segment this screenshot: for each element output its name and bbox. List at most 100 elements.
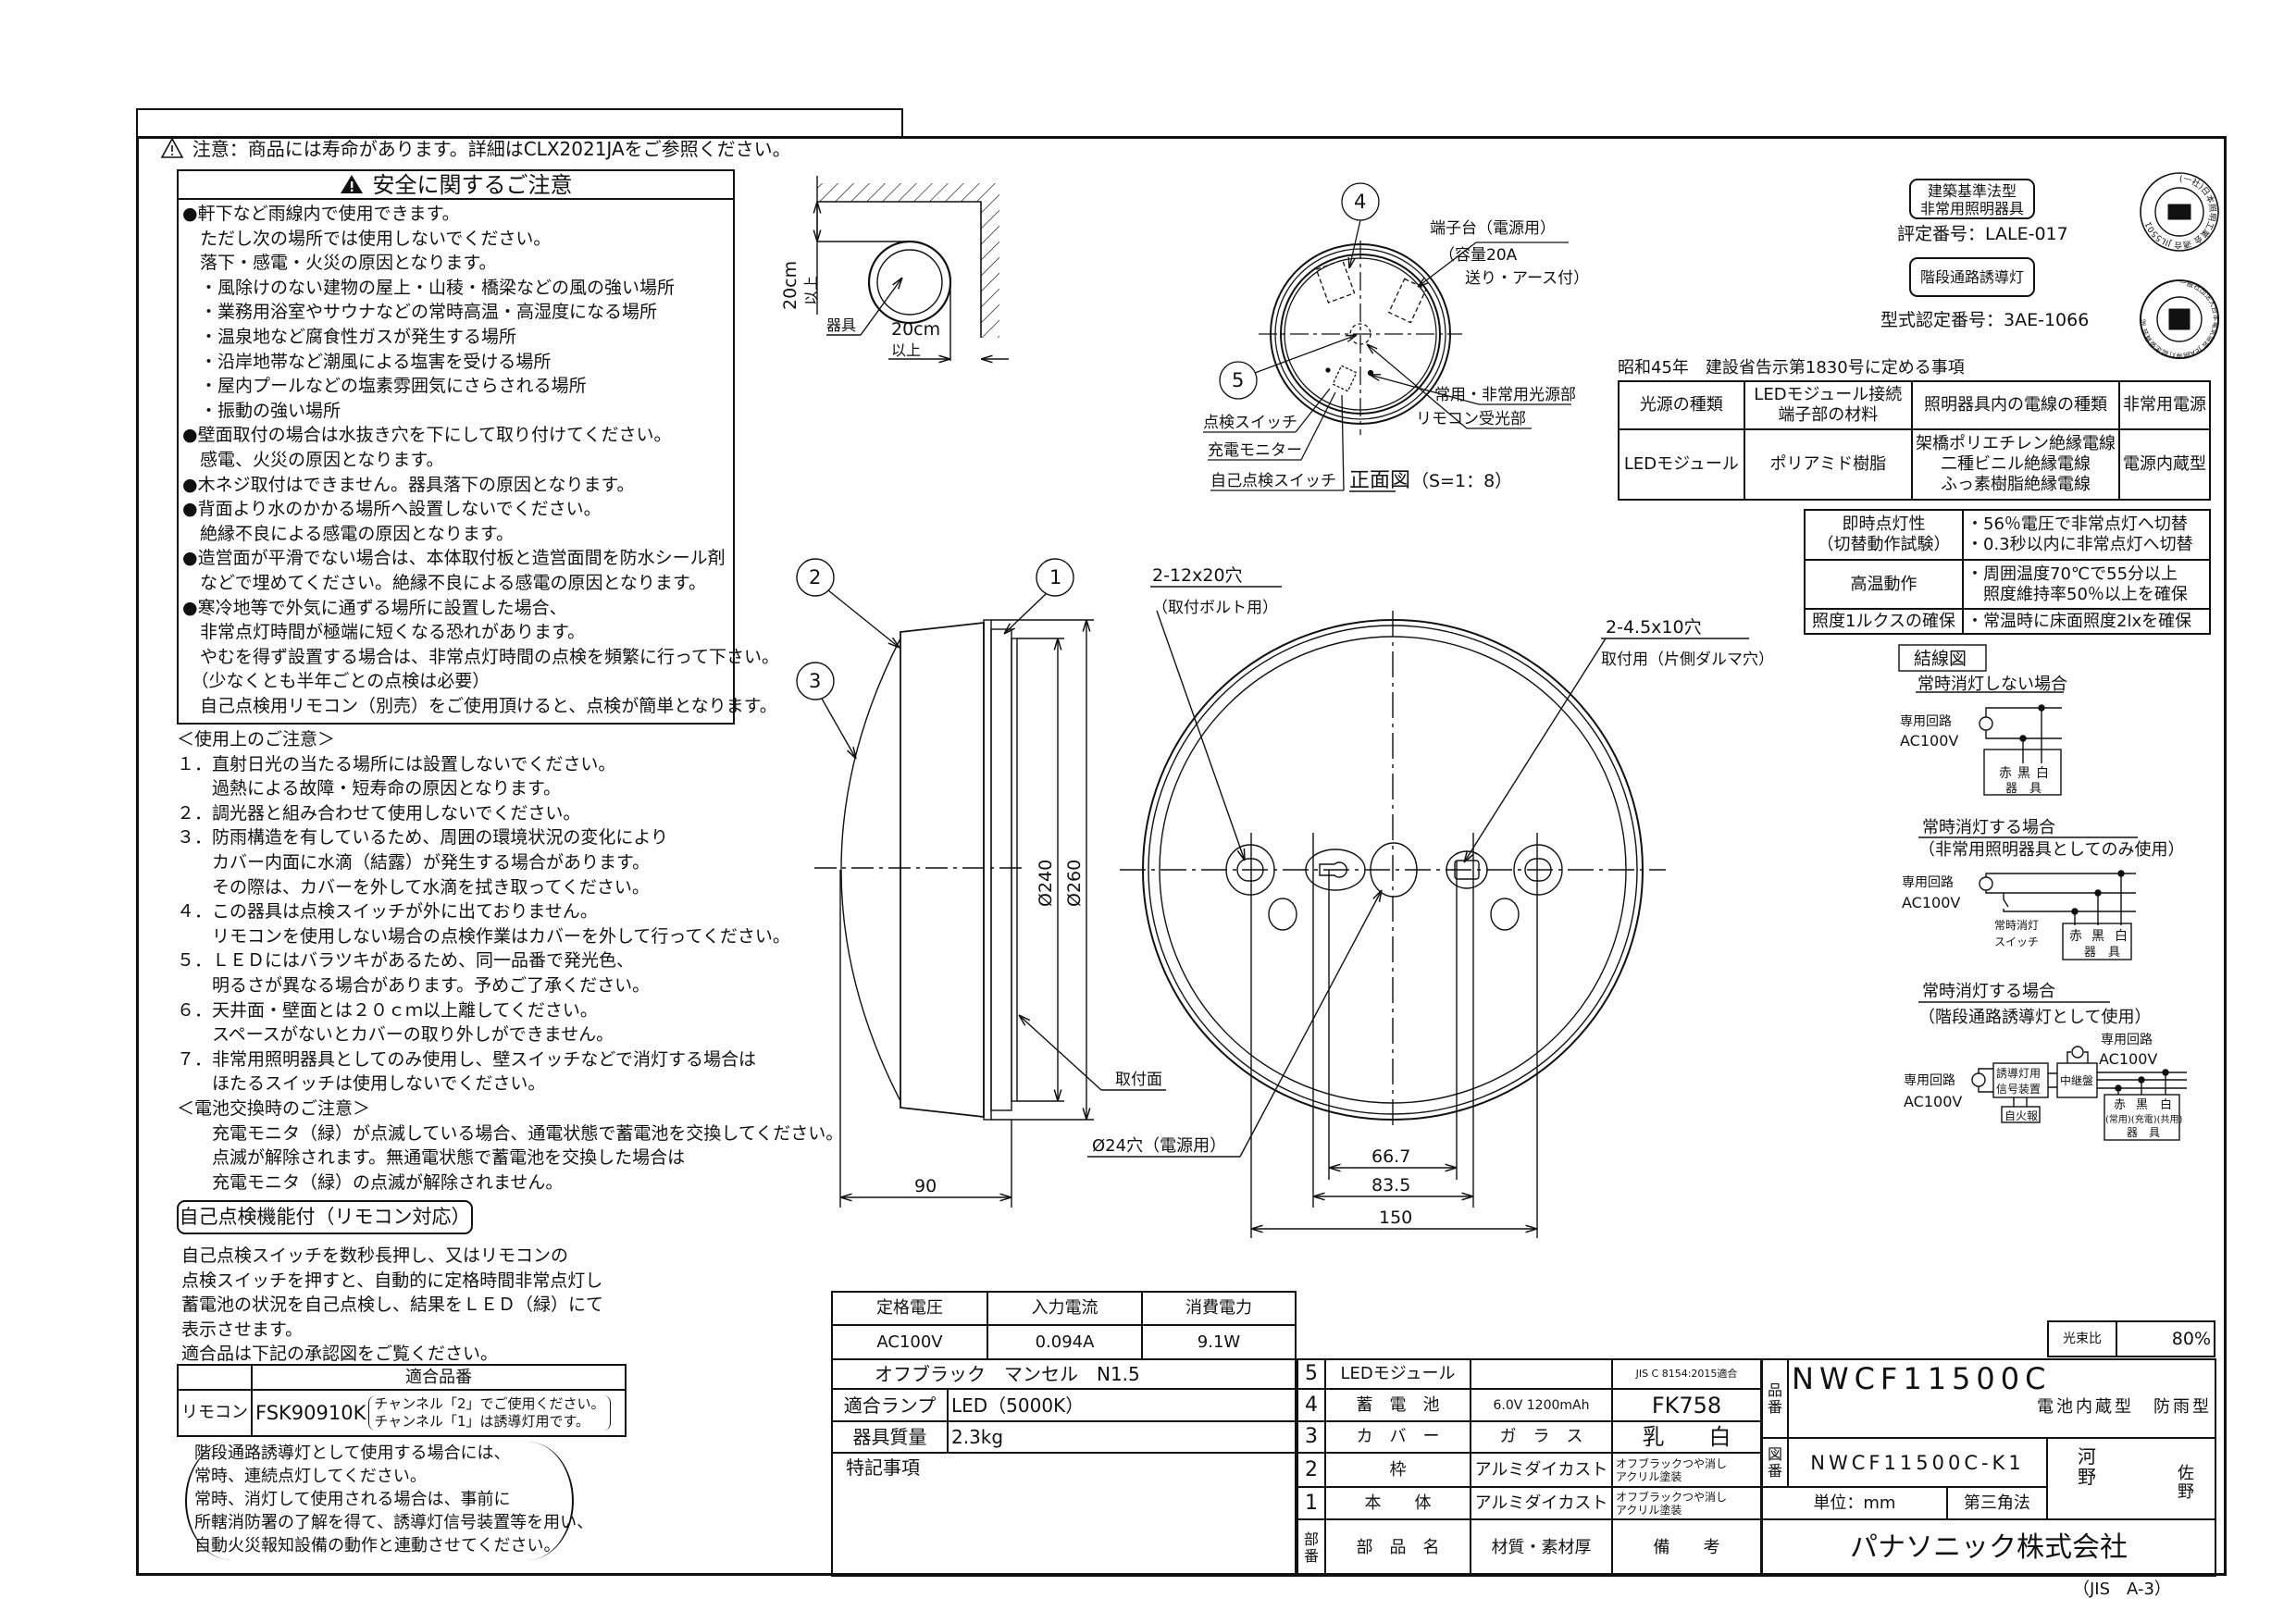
feed-label: 送り・アース付） <box>1465 269 1589 288</box>
part-name: 蓄 電 池 <box>1324 1388 1471 1422</box>
rated-voltage: AC100V <box>831 1324 988 1360</box>
usage-line: ５．ＬＥＤにはバラツキがあるため、同一品番で発光色、 <box>177 950 635 972</box>
finish-color: オフブラック マンセル N1.5 <box>831 1358 1297 1390</box>
performance-table: 即時点灯性 （切替動作試験）・56％電圧で非常点灯へ切替 ・0.3秒以内に非常点… <box>1804 509 2211 635</box>
compatible-header: 適合品番 <box>251 1364 627 1391</box>
d2-voltage: AC100V <box>1902 894 1960 911</box>
light-source-label: 常用・非常用光源部 <box>1434 386 1576 404</box>
d2-title: 常時消灯する場合 <box>1922 818 2055 837</box>
d1-red: 赤 <box>1999 766 2012 781</box>
warning-icon <box>340 175 363 193</box>
safety-line: などで埋めてください。絶縁不良による感電の原因となります。 <box>182 572 707 593</box>
d3-red: 赤 <box>2114 1098 2126 1112</box>
safety-line: ・風除けのない建物の屋上・山稜・橋梁などの風の強い場所 <box>182 277 676 298</box>
notice-cell: 電源内蔵型 <box>2118 428 2211 501</box>
building-standard-badge: 建築基準法型非常用照明器具 <box>1909 179 2035 219</box>
callout-5: 5 <box>1232 369 1244 391</box>
capacity-label: （容量20A <box>1439 246 1518 265</box>
jil-stamp: (一社)日本照明工業会 適合 JIL5501 <box>2140 172 2219 252</box>
unit: 単位：mm <box>1761 1486 1948 1520</box>
self-check-line: 適合品は下記の承認図をご覧ください。 <box>181 1344 499 1365</box>
d1-title: 常時消灯しない場合 <box>1917 675 2067 694</box>
safety-line: （少なくとも半年ごとの点検は必要） <box>182 671 490 692</box>
flux-ratio-value: 80% <box>2116 1320 2215 1357</box>
self-check-switch-label: 自己点検スイッチ <box>1210 472 1336 490</box>
callout-3: 3 <box>809 670 821 692</box>
safety-line: やむを得ず設置する場合は、非常点灯時間の点検を頻繁に行って下さい。 <box>182 646 780 667</box>
charge-monitor-label: 充電モニター <box>1208 441 1302 460</box>
notice-header: LEDモジュール接続 端子部の材料 <box>1743 380 1913 430</box>
checker-signature: 佐 野 <box>2178 1464 2194 1502</box>
part-material: アルミダイカスト <box>1470 1452 1613 1488</box>
projection-method: 第三角法 <box>1945 1486 2049 1520</box>
notice-header: 非常用電源 <box>2118 380 2211 430</box>
drawer-signature: 河 野 <box>2078 1445 2096 1488</box>
safety-line: ●壁面取付の場合は水抜き穴を下にして取り付けてください。 <box>182 425 672 446</box>
self-check-line: 自己点検スイッチを数秒長押し、又はリモコンの <box>181 1245 569 1266</box>
d1-white: 白 <box>2036 766 2049 781</box>
terminal-label: 端子台（電源用） <box>1430 219 1556 238</box>
part-note: オフブラックつや消し アクリル塗装 <box>1611 1486 1762 1520</box>
parts-header: 備 考 <box>1611 1518 1762 1577</box>
usage-line: その際は、カバーを外して水滴を拭き取ってください。 <box>177 876 650 898</box>
d2-subtitle: （非常用照明器具としてのみ使用） <box>1918 840 2184 860</box>
d3-voltage: AC100V <box>1904 1093 1962 1110</box>
bolt-holes-label: 2-12x20穴 <box>1152 565 1243 586</box>
parts-header: 部 番 <box>1297 1518 1326 1577</box>
notice-header: 照明器具内の電線の種類 <box>1910 380 2121 430</box>
company-name: パナソニック株式会社 <box>1761 1518 2216 1577</box>
paper-size: （JIS A-3） <box>2073 1580 2171 1599</box>
usage-line: リモコンを使用しない場合の点検作業はカバーを外して行ってください。 <box>177 925 790 947</box>
safety-line: ・沿岸地帯など潮風による塩害を受ける場所 <box>182 351 552 372</box>
warning-text: 注意：商品には寿命があります。詳細はCLX2021JAをご参照ください。 <box>192 138 791 160</box>
safety-line: ●背面より水のかかる場所へ設置しないでください。 <box>182 499 602 520</box>
d1-voltage: AC100V <box>1900 732 1958 750</box>
wiring-diagrams: 結線図 常時消灯しない場合 専用回路 AC100V 赤 黒 白 器 具 常時消灯… <box>1898 644 2187 1141</box>
lamp-value: LED（5000K） <box>947 1388 1297 1422</box>
side-view: 2 1 3 Ø240 Ø260 取付面 90 <box>796 558 1166 1208</box>
d2-red: 赤 <box>2069 929 2082 944</box>
mass-value: 2.3kg <box>947 1420 1297 1454</box>
clearance-vertical: 20cm <box>780 261 800 310</box>
safety-line: ●木ネジ取付はできません。器具落下の原因となります。 <box>182 474 635 495</box>
stair-note-line: 常時、連続点灯してください。 <box>194 1467 427 1486</box>
d3-black: 黒 <box>2136 1098 2148 1112</box>
warning-banner: 注意：商品には寿命があります。詳細はCLX2021JAをご参照ください。 <box>136 108 903 160</box>
part-name: LEDモジュール <box>1324 1358 1471 1390</box>
dimension-150: 150 <box>1379 1208 1412 1228</box>
stair-note-line: 自動火災報知設備の動作と連動させてください。 <box>194 1536 561 1555</box>
d3-relay-panel: 中継盤 <box>2060 1073 2093 1087</box>
d3-circuit: 専用回路 <box>1904 1073 1955 1088</box>
front-view-title: 正面図 <box>1349 469 1410 492</box>
safety-line: 自己点検用リモコン（別売）をご使用頂けると、点検が簡単となります。 <box>182 695 777 716</box>
usage-line: スペースがないとカバーの取り外しができません。 <box>177 1024 614 1046</box>
part-name: カ バ ー <box>1324 1420 1471 1454</box>
spec-header: 入力電流 <box>987 1291 1143 1326</box>
model-number: NWCF11500C <box>1792 1361 2052 1396</box>
part-name: 本 体 <box>1324 1486 1471 1520</box>
d2-circuit: 専用回路 <box>1902 875 1954 890</box>
d3-title: 常時消灯する場合 <box>1922 982 2055 1001</box>
performance-value: ・常温時に床面照度2lxを確保 <box>1962 608 2211 635</box>
drawing-number: NWCF11500C-K1 <box>1787 1437 2048 1488</box>
callout-2: 2 <box>809 566 821 588</box>
part-name: 枠 <box>1324 1452 1471 1488</box>
performance-label: 照度1ルクスの確保 <box>1804 608 1964 635</box>
part-note: FK758 <box>1611 1388 1762 1422</box>
parts-header: 部 品 名 <box>1324 1518 1471 1577</box>
safety-line: ●軒下など雨線内で使用できます。 <box>182 204 460 224</box>
self-check-badge: 自己点検機能付（リモコン対応） <box>177 1200 473 1234</box>
d3-white: 白 <box>2160 1097 2172 1112</box>
safety-line: ●寒冷地等で外気に通ずる場所に設置した場合、 <box>182 597 567 618</box>
performance-value: ・周囲温度70℃で55分以上 照度維持率50％以上を確保 <box>1962 559 2211 610</box>
performance-label: 即時点灯性 （切替動作試験） <box>1804 509 1964 561</box>
callout-4: 4 <box>1354 191 1366 213</box>
diameter-260: Ø260 <box>1064 860 1085 907</box>
performance-value: ・56％電圧で非常点灯へ切替 ・0.3秒以内に非常点灯へ切替 <box>1962 509 2211 561</box>
